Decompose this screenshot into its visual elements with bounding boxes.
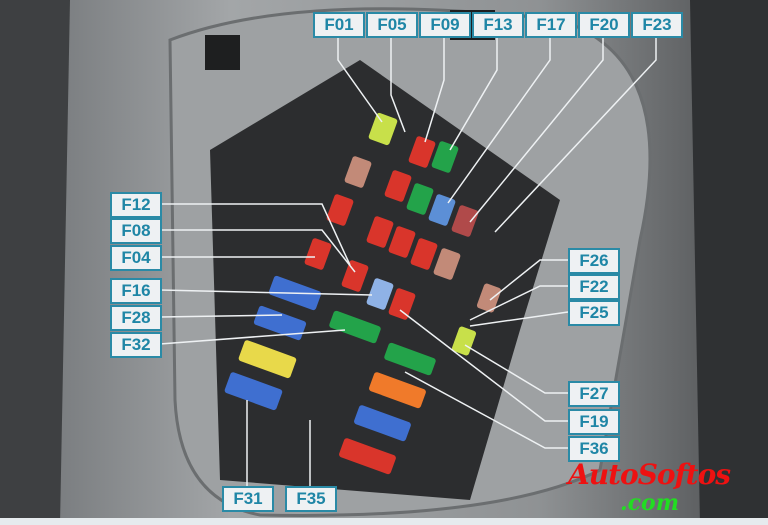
label-f16: F16 xyxy=(110,278,162,304)
label-f35: F35 xyxy=(285,486,337,512)
label-f25: F25 xyxy=(568,300,620,326)
label-f23: F23 xyxy=(631,12,683,38)
watermark-domain: .com xyxy=(620,490,680,516)
label-f27: F27 xyxy=(568,381,620,407)
leader-lines xyxy=(159,36,657,486)
label-f20: F20 xyxy=(578,12,630,38)
label-f12: F12 xyxy=(110,192,162,218)
label-f17: F17 xyxy=(525,12,577,38)
label-f05: F05 xyxy=(366,12,418,38)
watermark-name: AutoSoftos xyxy=(568,458,731,491)
label-f04: F04 xyxy=(110,245,162,271)
label-f26: F26 xyxy=(568,248,620,274)
fuses xyxy=(224,112,502,475)
label-f32: F32 xyxy=(110,332,162,358)
label-f31: F31 xyxy=(222,486,274,512)
label-f01: F01 xyxy=(313,12,365,38)
label-f09: F09 xyxy=(419,12,471,38)
label-f08: F08 xyxy=(110,218,162,244)
label-f36: F36 xyxy=(568,436,620,462)
label-f22: F22 xyxy=(568,274,620,300)
label-f13: F13 xyxy=(472,12,524,38)
label-f19: F19 xyxy=(568,409,620,435)
bottom-strip xyxy=(0,518,768,525)
label-f28: F28 xyxy=(110,305,162,331)
